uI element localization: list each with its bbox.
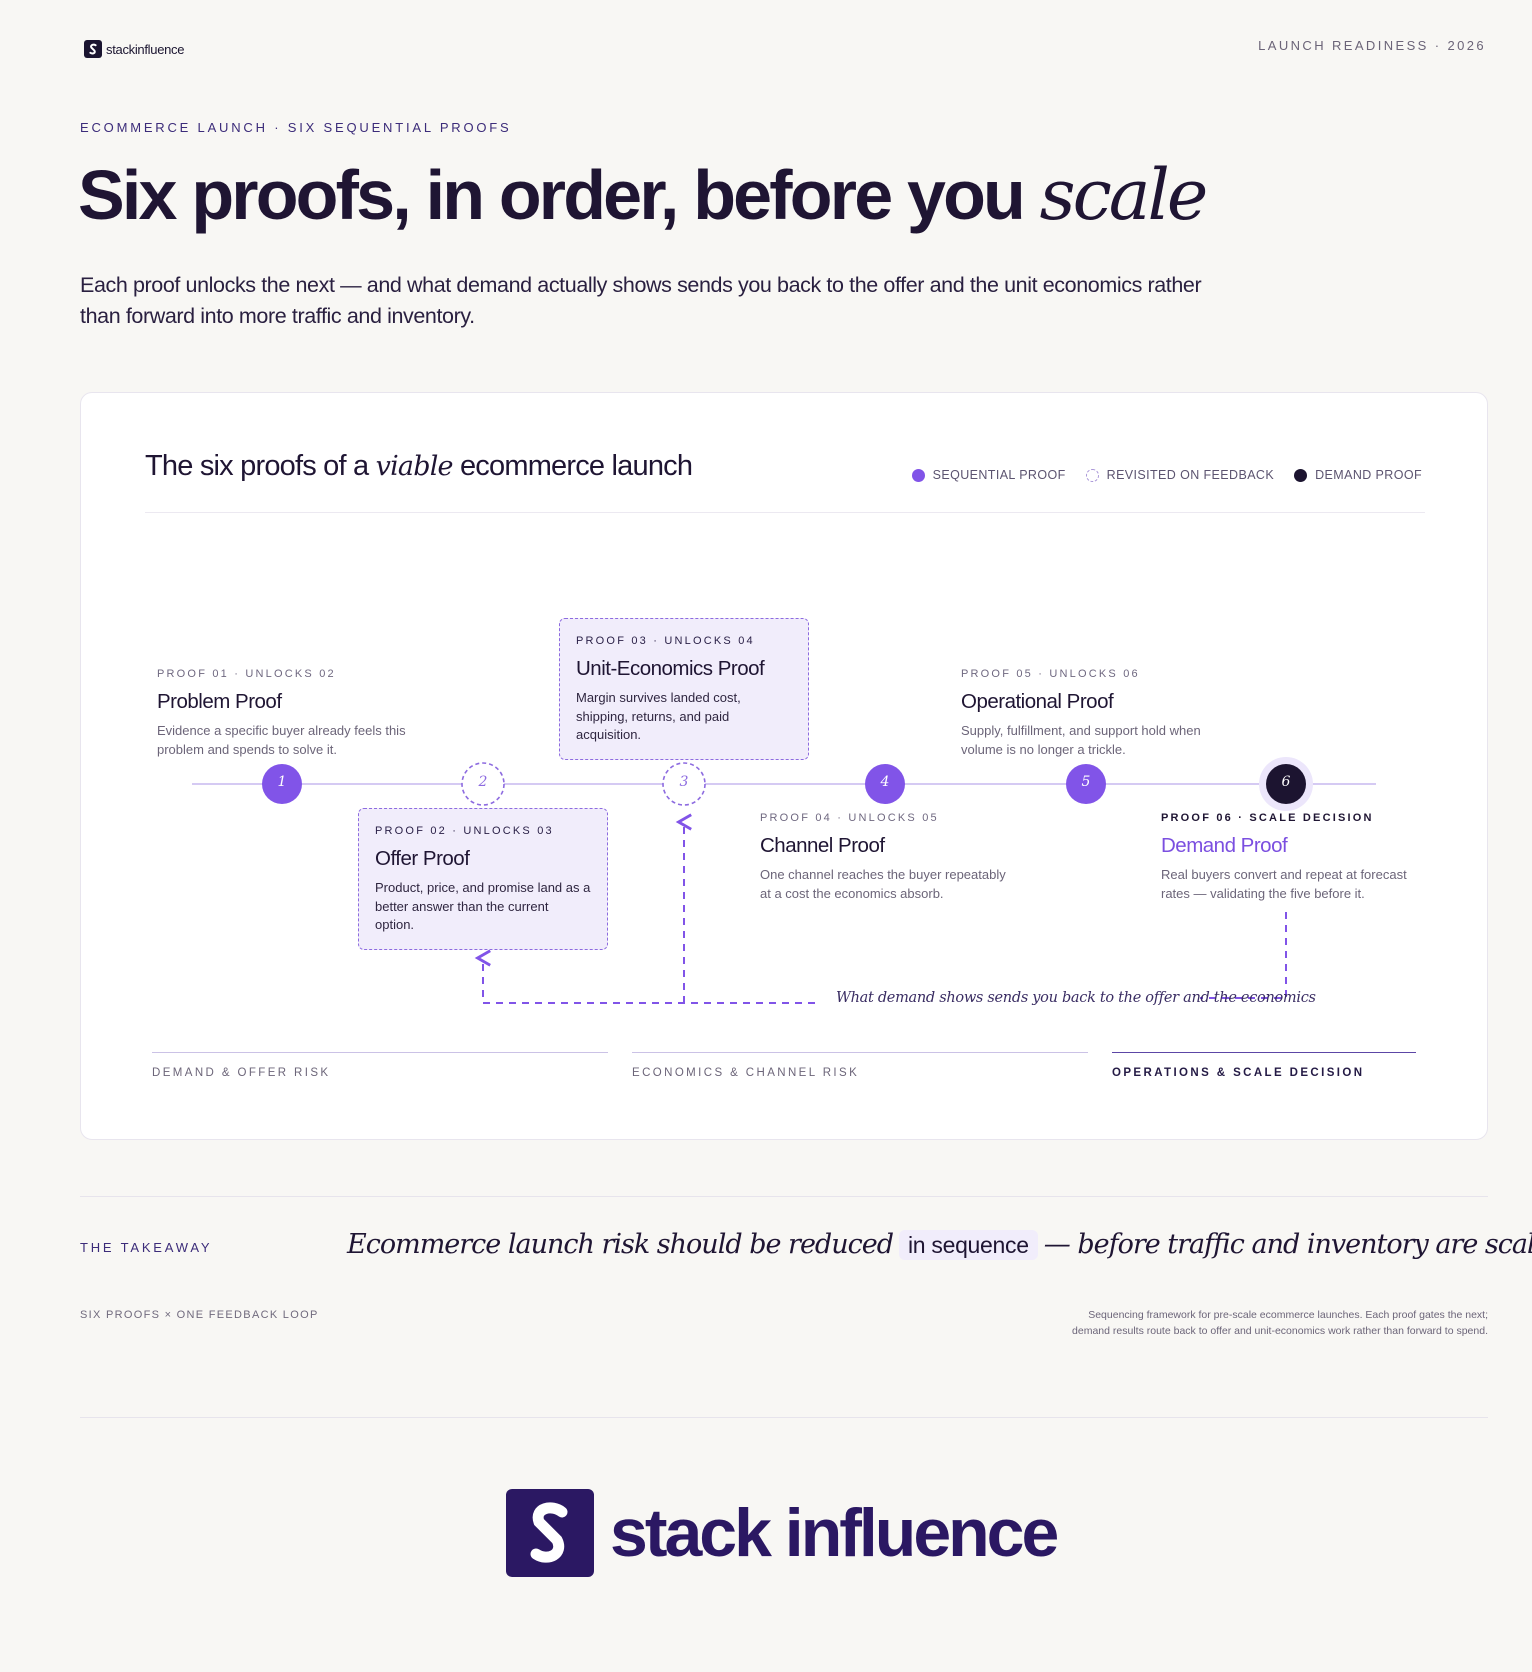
phase-demand-offer: DEMAND & OFFER RISK	[152, 1052, 608, 1079]
proof-eyebrow: PROOF 03 · UNLOCKS 04	[576, 635, 755, 647]
divider	[80, 1196, 1488, 1197]
footnote-right: Sequencing framework for pre-scale ecomm…	[1072, 1309, 1488, 1337]
proof-desc: Real buyers convert and repeat at foreca…	[1161, 867, 1407, 901]
feedback-arrow-to-offer	[474, 949, 815, 1004]
proof-card-offer: PROOF 02 · UNLOCKS 03 Offer Proof Produc…	[358, 808, 608, 950]
proof-desc: Supply, fulfillment, and support hold wh…	[961, 723, 1201, 757]
proof-title: Demand Proof	[1161, 834, 1288, 857]
diagram-title-accent: viable	[375, 451, 454, 482]
proof-title: Operational Proof	[961, 690, 1114, 713]
proof-desc: Product, price, and promise land as a be…	[375, 880, 591, 932]
proof-eyebrow: PROOF 04 · UNLOCKS 05	[760, 812, 939, 824]
brand-logo-large: stack influence	[506, 1489, 1059, 1577]
brand-mark-icon	[506, 1489, 594, 1577]
node-number-5: 5	[1081, 774, 1091, 790]
proof-card-unit-economics: PROOF 03 · UNLOCKS 04 Unit-Economics Pro…	[559, 618, 809, 760]
legend-item-sequential: SEQUENTIAL PROOF	[911, 468, 1066, 482]
proof-node-3	[662, 762, 706, 806]
footnote-left: SIX PROOFS × ONE FEEDBACK LOOP	[80, 1309, 319, 1321]
proof-card-channel: PROOF 04 · UNLOCKS 05 Channel Proof One …	[760, 812, 1020, 903]
proof-desc: Margin survives landed cost, shipping, r…	[576, 690, 741, 742]
node-number-1: 1	[277, 774, 287, 790]
proof-node-6	[1266, 764, 1306, 804]
legend-label: REVISITED ON FEEDBACK	[1106, 468, 1275, 482]
page-subtitle: Each proof unlocks the next — and what d…	[80, 273, 1202, 328]
proof-card-operational: PROOF 05 · UNLOCKS 06 Operational Proof …	[961, 668, 1221, 759]
node-number-2: 2	[478, 774, 488, 790]
takeaway-label: THE TAKEAWAY	[80, 1240, 213, 1255]
page-title-main: Six proofs, in order, before you	[78, 156, 1040, 234]
proof-node-2	[461, 762, 505, 806]
page-title-accent: scale	[1039, 154, 1209, 236]
brand-name-large: stack influence	[610, 1495, 1059, 1571]
divider	[80, 1417, 1488, 1418]
proof-eyebrow: PROOF 05 · UNLOCKS 06	[961, 668, 1140, 680]
legend-item-demand: DEMAND PROOF	[1294, 468, 1422, 482]
proof-eyebrow: PROOF 02 · UNLOCKS 03	[375, 825, 554, 837]
phase-operations-scale: OPERATIONS & SCALE DECISION	[1112, 1052, 1416, 1079]
node-number-6: 6	[1281, 774, 1291, 790]
divider	[145, 512, 1425, 513]
diagram-title-a: The six proofs of a	[145, 450, 376, 482]
proof-title: Problem Proof	[157, 690, 282, 713]
node-number-3: 3	[679, 774, 689, 790]
takeaway-highlight: in sequence	[898, 1230, 1038, 1260]
proof-desc: One channel reaches the buyer repeatably…	[760, 867, 1006, 901]
diagram-legend: SEQUENTIAL PROOF REVISITED ON FEEDBACK D…	[911, 468, 1422, 482]
proof-title: Channel Proof	[760, 834, 885, 857]
proof-eyebrow: PROOF 01 · UNLOCKS 02	[157, 668, 336, 680]
brand-name: stackinfluence	[106, 41, 185, 57]
dark-dot-icon	[1294, 468, 1308, 482]
proof-node-5	[1066, 764, 1106, 804]
proof-node-4	[865, 764, 905, 804]
report-meta: LAUNCH READINESS · 2026	[1258, 38, 1486, 53]
takeaway-text-a: Ecommerce launch risk should be reduced	[347, 1229, 894, 1260]
proof-desc: Evidence a specific buyer already feels …	[157, 723, 406, 757]
dashed-dot-icon	[1085, 468, 1099, 482]
brand-mark-icon	[84, 40, 102, 58]
takeaway-text-b: — before traffic and inventory are scale…	[1043, 1229, 1532, 1260]
proof-title: Offer Proof	[375, 847, 470, 870]
proof-eyebrow: PROOF 06 · SCALE DECISION	[1161, 812, 1374, 824]
page-title: Six proofs, in order, before you scale	[78, 160, 1208, 230]
legend-label: DEMAND PROOF	[1315, 468, 1422, 482]
diagram-title-c: ecommerce launch	[452, 450, 693, 482]
section-eyebrow: ECOMMERCE LAUNCH · SIX SEQUENTIAL PROOFS	[80, 120, 512, 135]
legend-item-revisited: REVISITED ON FEEDBACK	[1085, 468, 1275, 482]
diagram-card	[80, 392, 1488, 1140]
proof-card-problem: PROOF 01 · UNLOCKS 02 Problem Proof Evid…	[157, 668, 427, 759]
filled-dot-icon	[911, 468, 925, 482]
brand-logo-small: stackinfluence	[84, 40, 184, 58]
proof-title: Unit-Economics Proof	[576, 657, 765, 680]
proof-node-1	[262, 764, 302, 804]
feedback-path-from-demand	[1200, 912, 1287, 999]
feedback-loop-label: What demand shows sends you back to the …	[836, 990, 1316, 1006]
legend-label: SEQUENTIAL PROOF	[932, 468, 1066, 482]
proof-card-demand: PROOF 06 · SCALE DECISION Demand Proof R…	[1161, 812, 1421, 903]
node-number-4: 4	[880, 774, 890, 790]
phase-economics-channel: ECONOMICS & CHANNEL RISK	[632, 1052, 1088, 1079]
diagram-title: The six proofs of a viable ecommerce lau…	[145, 450, 693, 483]
